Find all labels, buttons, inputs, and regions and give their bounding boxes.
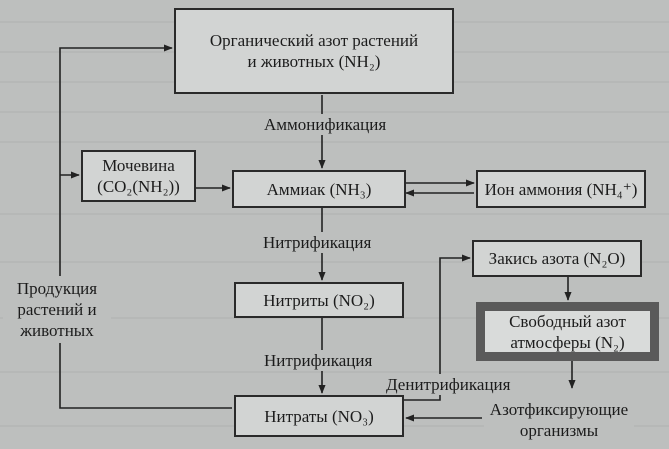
node-urea-line1: Мочевина	[102, 156, 175, 175]
node-nitrates: Нитраты (NO₃)	[234, 395, 404, 437]
node-nitrates-text: Нитраты (NO₃)	[264, 406, 374, 426]
label-denitrification: Денитрификация	[384, 374, 513, 395]
label-nitrogen-fixing-line2: организмы	[519, 421, 599, 440]
node-nitrous-oxide: Закись азота (N₂O)	[472, 240, 642, 277]
node-nitrites-text: Нитриты (NO₂)	[263, 290, 375, 310]
node-ammonium-ion: Ион аммония (NH₄⁺)	[476, 170, 646, 208]
label-nitrogen-fixing-line1: Азотфиксирующие	[489, 400, 629, 419]
node-free-nitrogen-line2: атмосферы (N₂)	[510, 332, 625, 352]
node-free-nitrogen: Свободный азот атмосферы (N₂)	[476, 302, 659, 361]
label-products-line2: растений и	[17, 300, 97, 319]
label-nitrogen-fixing: Азотфиксирующие организмы	[484, 398, 634, 442]
node-organic-nitrogen-line2: и животных (NH₂)	[247, 52, 381, 71]
label-nitrification-2: Нитрификация	[262, 350, 375, 371]
label-products-line3: животных	[20, 321, 94, 340]
node-ammonia: Аммиак (NH₃)	[232, 170, 406, 208]
label-ammonification: Аммонификация	[262, 114, 389, 135]
label-products: Продукция растений и животных	[3, 276, 111, 343]
node-ammonia-text: Аммиак (NH₃)	[266, 179, 372, 199]
node-urea: Мочевина (CO₂(NH₂))	[81, 150, 196, 202]
node-nitrous-oxide-text: Закись азота (N₂O)	[488, 249, 626, 268]
node-urea-line2: (CO₂(NH₂))	[97, 177, 180, 196]
node-free-nitrogen-line1: Свободный азот	[509, 311, 626, 331]
label-products-line1: Продукция	[16, 279, 98, 298]
node-ammonium-ion-text: Ион аммония (NH₄⁺)	[484, 179, 638, 199]
node-organic-nitrogen-line1: Органический азот растений	[209, 31, 419, 50]
label-nitrification-1: Нитрификация	[261, 232, 374, 253]
node-organic-nitrogen: Органический азот растений и животных (N…	[174, 8, 454, 94]
node-nitrites: Нитриты (NO₂)	[234, 282, 404, 318]
